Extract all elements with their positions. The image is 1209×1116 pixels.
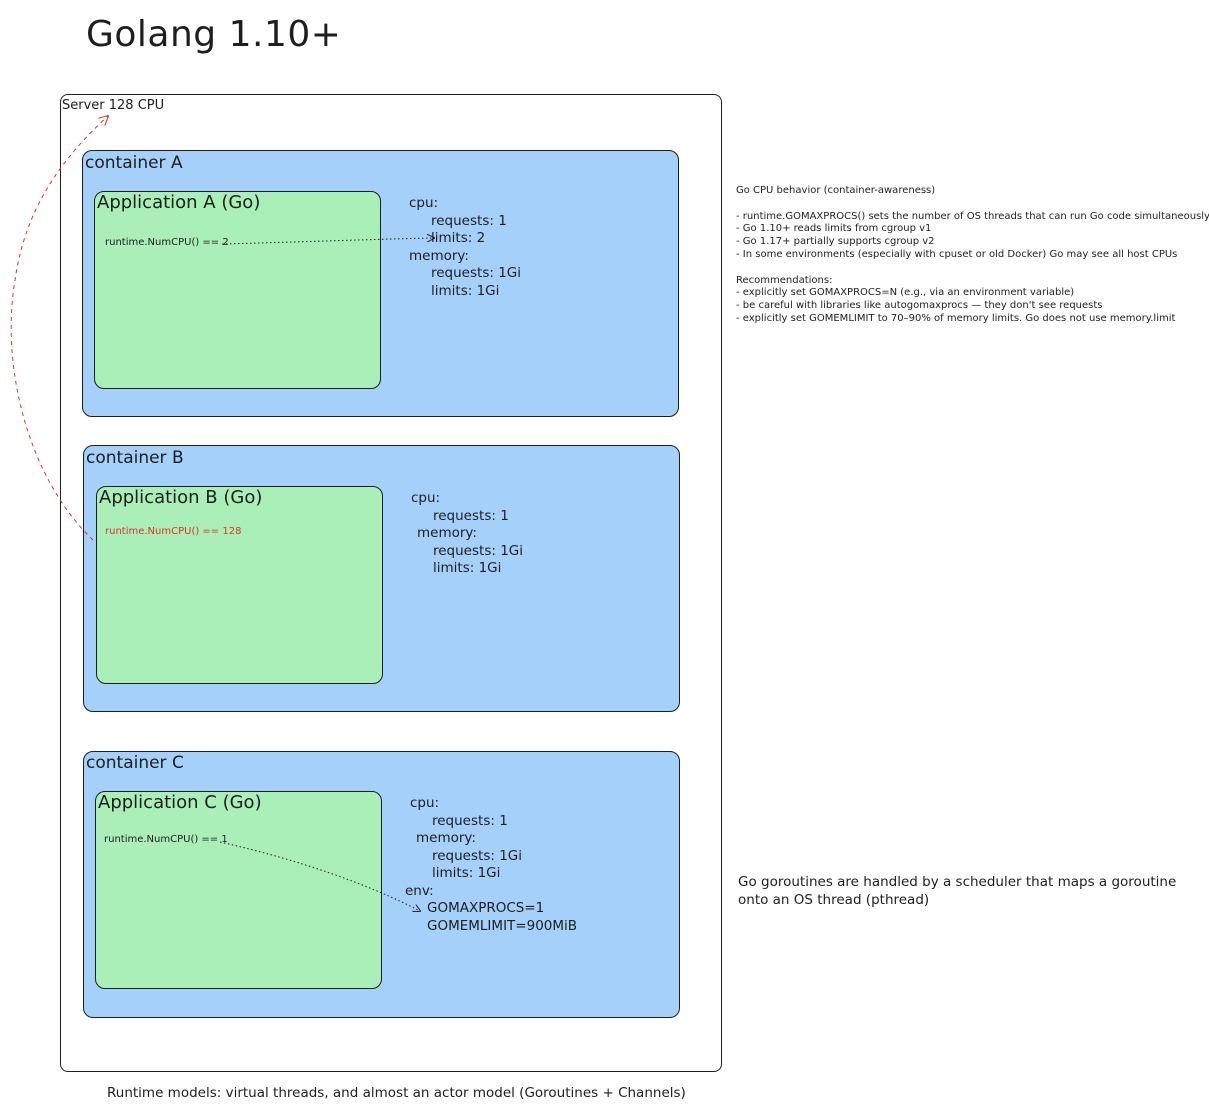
notes-item: - In some environments (especially with … [736,248,1178,260]
recommendation-item: - be careful with libraries like autogom… [736,300,1103,312]
memory-requests: requests: 1Gi [431,265,521,281]
cpu-requests: requests: 1 [432,812,508,829]
cpu-heading: cpu: [410,795,440,811]
application-c-box [95,791,382,989]
memory-limits: limits: 1Gi [433,560,502,576]
application-b-numcpu: runtime.NumCPU() == 128 [105,526,242,537]
memory-requests: requests: 1Gi [433,542,523,559]
cpu-limits: limits: 2 [431,230,486,246]
application-a-box [94,191,381,389]
env-gomemlimit: GOMEMLIMIT=900MiB [427,917,578,934]
memory-heading: memory: [416,830,476,846]
application-a-numcpu: runtime.NumCPU() == 2 [105,237,229,248]
memory-requests: requests: 1Gi [432,847,522,864]
runtime-models-caption: Runtime models: virtual threads, and alm… [107,1085,686,1101]
container-a-resources: cpu: requests: 1 limits: 2 memory: reque… [409,195,521,300]
memory-heading: memory: [409,247,469,264]
cpu-heading: cpu: [409,195,439,211]
diagram-title: Golang 1.10+ [86,14,342,55]
goroutine-note: Go goroutines are handled by a scheduler… [738,874,1176,909]
server-label: Server 128 CPU [62,98,165,113]
cpu-behavior-notes: Go CPU behavior (container-awareness) - … [736,185,1209,326]
notes-item: - Go 1.17+ partially supports cgroup v2 [736,236,935,248]
goroutine-note-line: Go goroutines are handled by a scheduler… [738,874,1177,890]
cpu-heading: cpu: [411,490,441,506]
cpu-requests: requests: 1 [431,212,507,229]
recommendation-item: - explicitly set GOMEMLIMIT to 70–90% of… [736,312,1176,324]
notes-heading: Go CPU behavior (container-awareness) [736,185,936,196]
memory-heading: memory: [417,525,477,541]
container-b-label: container B [86,448,184,468]
memory-limits: limits: 1Gi [432,865,501,881]
notes-item: - Go 1.10+ reads limits from cgroup v1 [736,223,932,235]
container-c-resources: cpu: requests: 1 memory: requests: 1Gi l… [405,795,578,935]
env-gomaxprocs: GOMAXPROCS=1 [427,900,545,916]
env-heading: env: [405,882,434,899]
application-a-label: Application A (Go) [97,192,261,213]
server-box [60,94,722,1072]
goroutine-note-line: onto an OS thread (pthread) [738,891,930,908]
recommendations-heading: Recommendations: [736,274,833,286]
memory-limits: limits: 1Gi [431,282,500,299]
application-c-numcpu: runtime.NumCPU() == 1 [104,834,228,845]
application-b-box [96,486,383,684]
recommendation-item: - explicitly set GOMAXPROCS=N (e.g., via… [736,287,1075,299]
cpu-requests: requests: 1 [433,507,509,524]
container-b-resources: cpu: requests: 1 memory: requests: 1Gi l… [411,490,523,578]
application-b-label: Application B (Go) [99,487,263,508]
container-c-label: container C [86,753,184,773]
application-c-label: Application C (Go) [98,792,262,813]
container-a-label: container A [85,153,183,173]
notes-item: - runtime.GOMAXPROCS() sets the number o… [736,210,1209,222]
